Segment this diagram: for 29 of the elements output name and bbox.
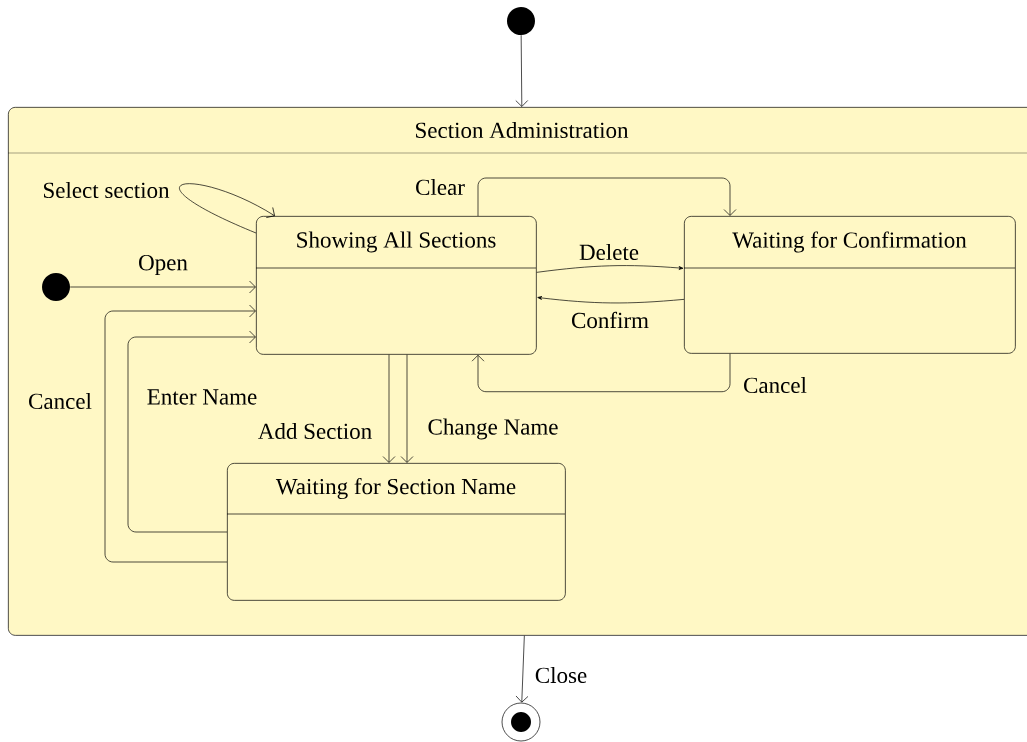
state-box: Waiting for Section Name bbox=[226, 463, 566, 601]
edge-label: Open bbox=[139, 254, 188, 276]
arrow bbox=[515, 34, 529, 107]
edge-label: Close bbox=[535, 666, 587, 684]
arrow bbox=[400, 354, 414, 463]
edge-label: Change Name bbox=[428, 418, 558, 440]
arrow bbox=[179, 183, 275, 234]
initial-state bbox=[42, 273, 70, 301]
arrow bbox=[536, 265, 684, 273]
edge-label: Enter Name bbox=[147, 389, 257, 405]
final-state bbox=[501, 702, 541, 742]
arrow bbox=[515, 635, 529, 703]
initial-state bbox=[507, 7, 535, 35]
edge-label: Select section bbox=[44, 181, 170, 199]
edge-label: Delete bbox=[579, 243, 639, 261]
arrow bbox=[477, 177, 737, 217]
arrow bbox=[69, 280, 256, 294]
arrow bbox=[127, 330, 256, 533]
edge-label: Confirm bbox=[572, 311, 649, 329]
edge-label: Cancel bbox=[29, 392, 92, 410]
edge-label: Cancel bbox=[744, 376, 807, 394]
arrow bbox=[471, 353, 731, 393]
arrow bbox=[382, 354, 396, 463]
edge-label: Add Section bbox=[258, 422, 372, 440]
arrow bbox=[537, 296, 685, 304]
arrow bbox=[104, 304, 256, 563]
edge-label: Clear bbox=[416, 178, 465, 196]
state-box: Waiting for Confirmation bbox=[683, 216, 1016, 354]
state-box: Showing All Sections bbox=[255, 216, 537, 355]
